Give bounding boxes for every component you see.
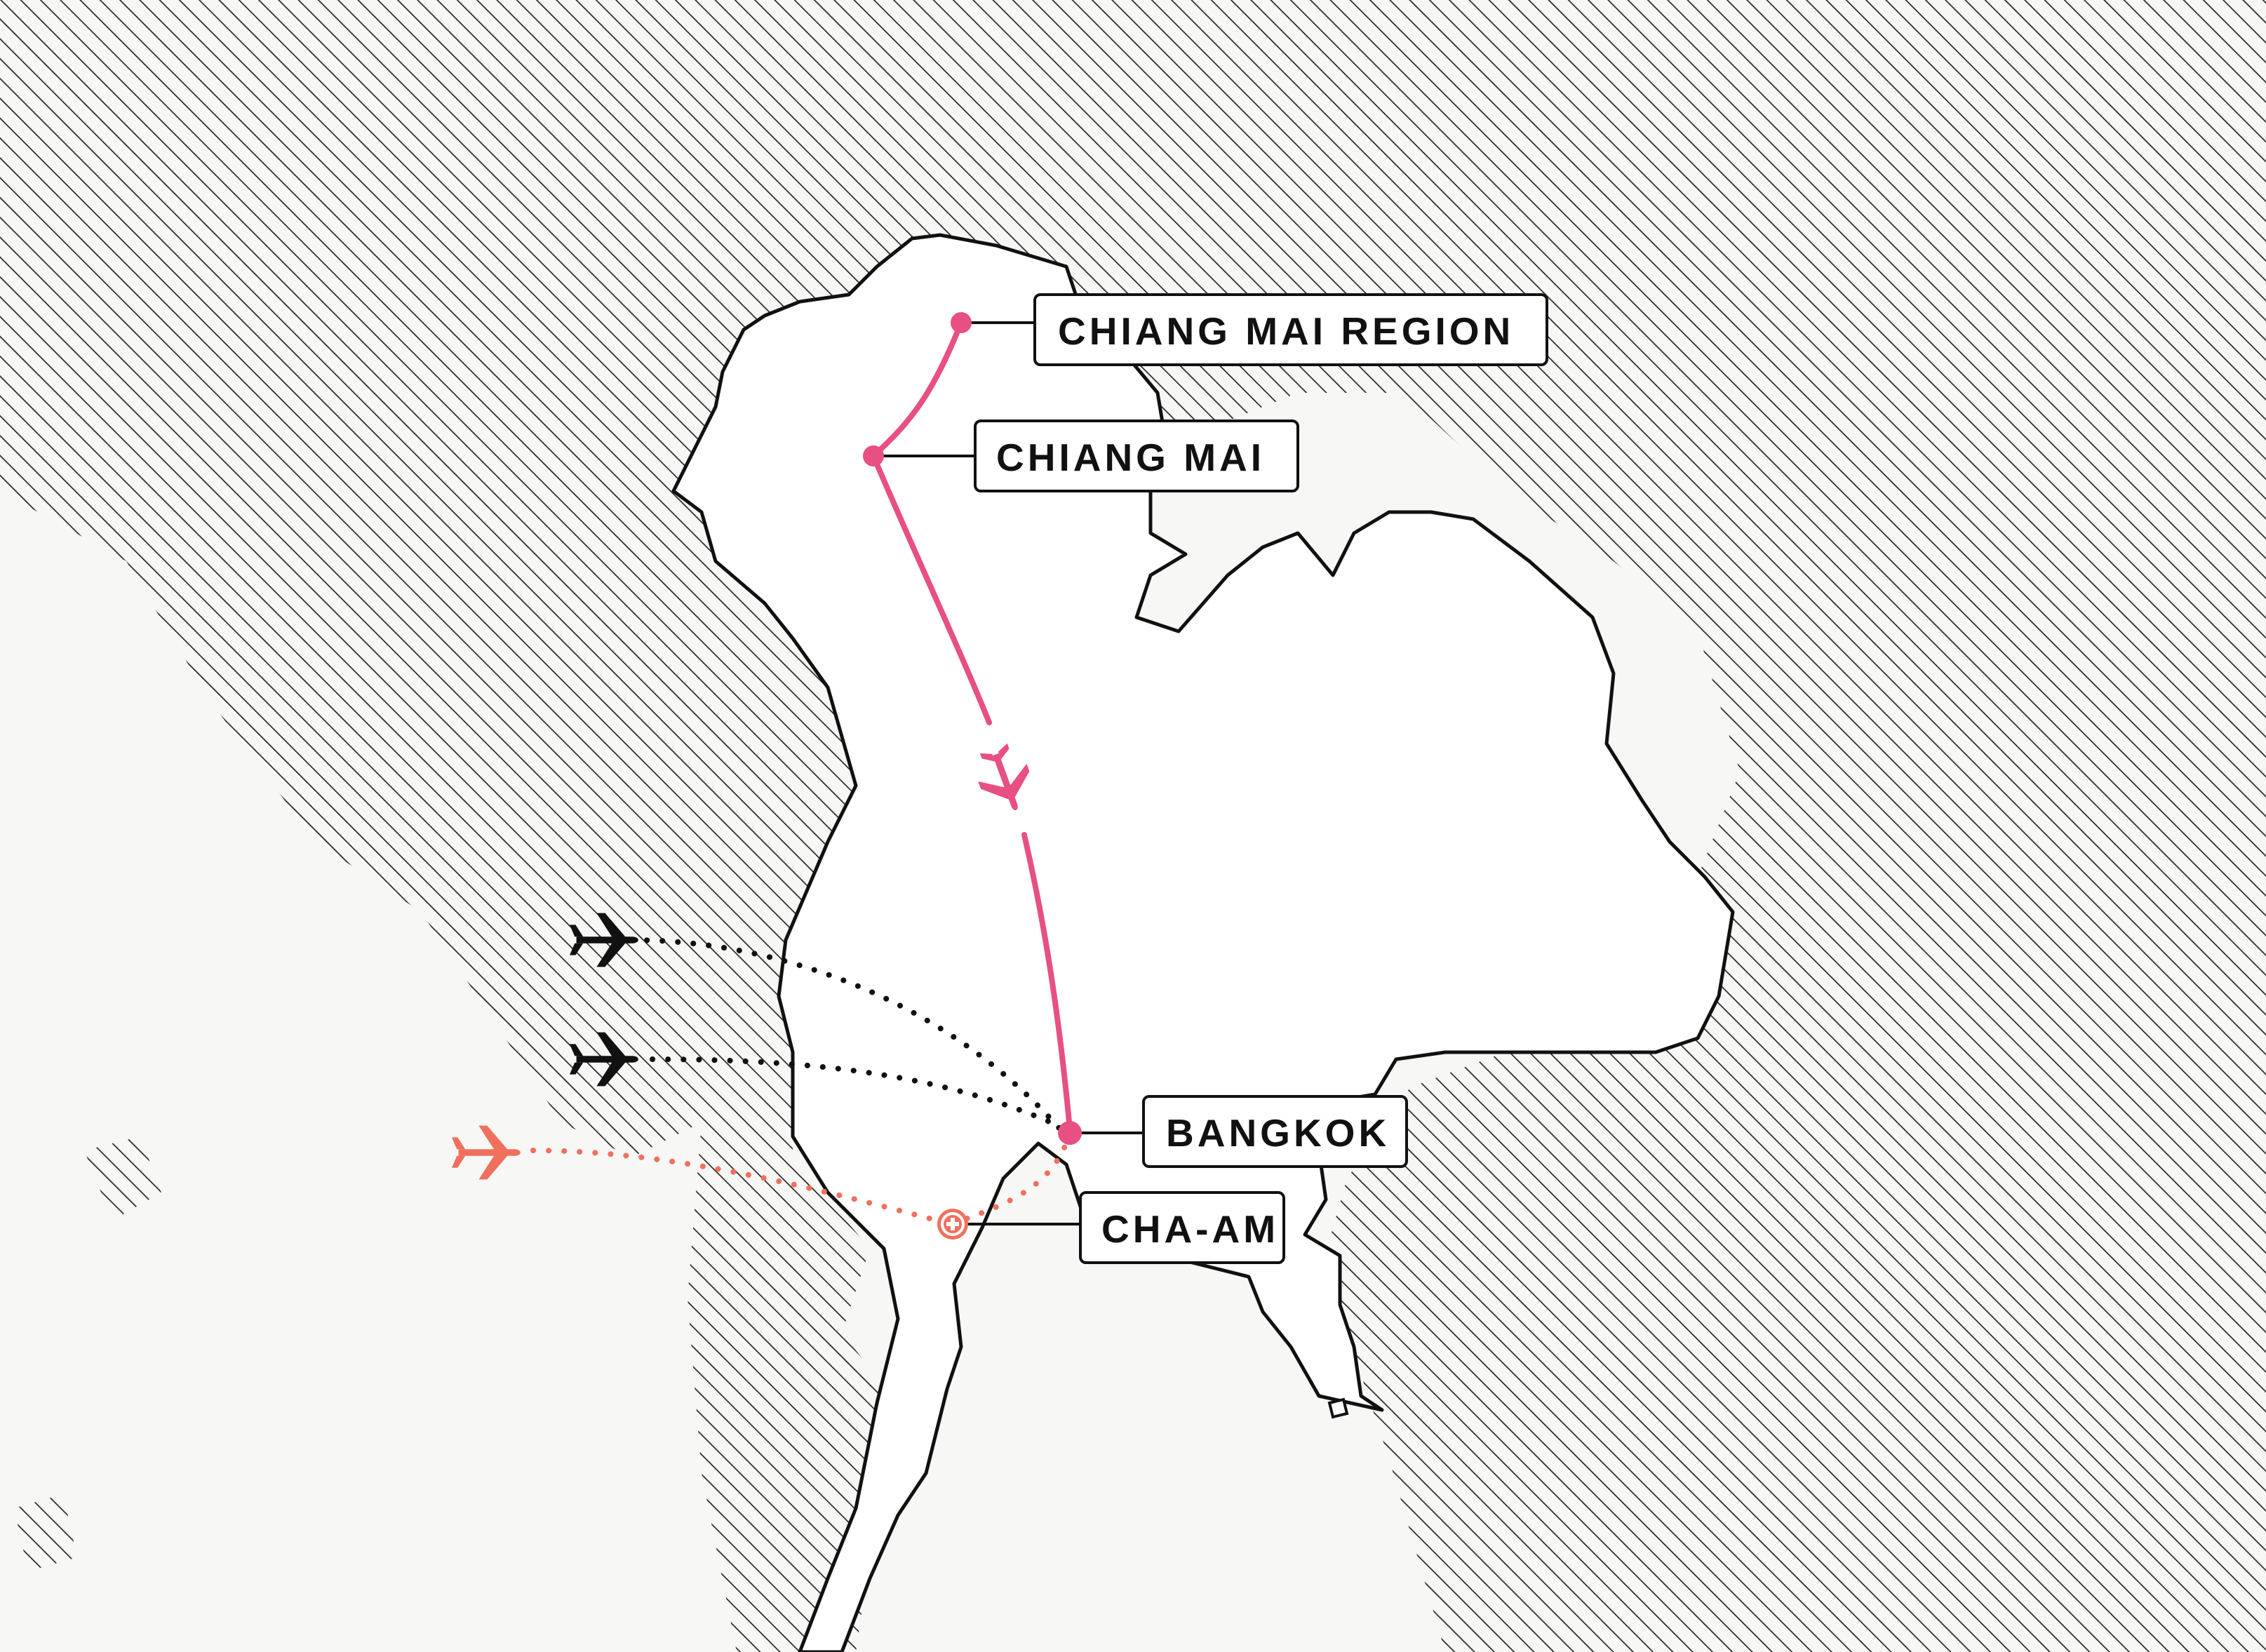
marker-bangkok[interactable]: [1058, 1121, 1082, 1145]
marker-chiang-mai[interactable]: [863, 445, 884, 466]
marker-chiang-mai-region[interactable]: [951, 312, 972, 333]
label-leaders: [873, 321, 1144, 1225]
route-chiang-mai-region-chiang-mai: [871, 320, 964, 459]
label-chiang-mai-region[interactable]: CHIANG MAI REGION: [1033, 293, 1548, 366]
route-chiang-mai-to-flight: [871, 453, 992, 725]
label-chiang-mai-text: CHIANG MAI: [996, 436, 1265, 479]
flight-path-1: [629, 937, 1069, 1139]
island-west-2: [14, 1494, 77, 1571]
land-north: [0, 0, 2266, 1157]
hospital-cross-icon[interactable]: [937, 1209, 968, 1240]
label-cha-am[interactable]: CHA-AM: [1079, 1191, 1285, 1264]
route-bangkok-cha-am: [950, 1130, 1073, 1227]
label-chiang-mai[interactable]: CHIANG MAI: [974, 419, 1299, 492]
flight-path-2: [650, 1056, 1069, 1132]
thailand-landmass: [671, 233, 1735, 1652]
label-chiang-mai-region-text: CHIANG MAI REGION: [1058, 309, 1514, 353]
domestic-route: [871, 320, 1073, 1132]
island-gulf: [1327, 1397, 1349, 1419]
label-bangkok-text: BANGKOK: [1166, 1111, 1390, 1155]
route-flight-to-bangkok: [1021, 832, 1073, 1132]
label-cha-am-text: CHA-AM: [1101, 1207, 1279, 1251]
international-flights: [530, 937, 1069, 1227]
land-west-peninsula: [688, 737, 898, 1652]
island-west-1: [84, 1136, 161, 1221]
place-labels: CHIANG MAI REGION CHIANG MAI BANGKOK CHA…: [974, 293, 1548, 1264]
land-east: [1298, 168, 2266, 1652]
label-bangkok[interactable]: BANGKOK: [1142, 1095, 1408, 1168]
